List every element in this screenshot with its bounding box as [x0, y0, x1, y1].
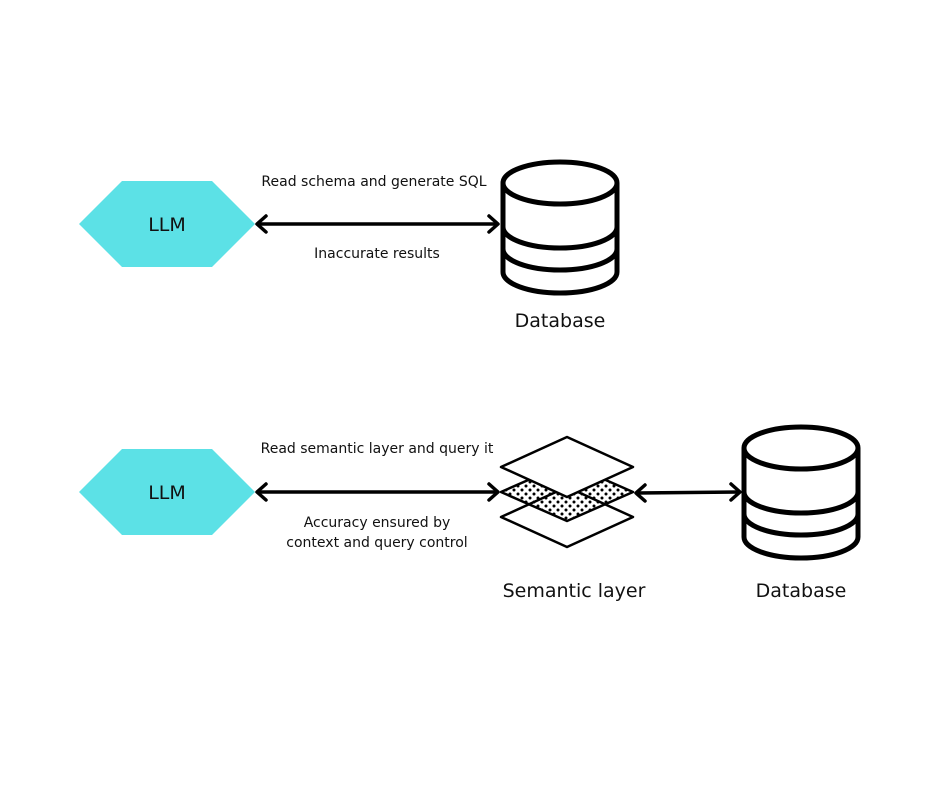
arrow-line-bottom-right [636, 490, 740, 495]
semantic-layer-icon [499, 435, 635, 549]
arrowhead-left-bottom-right [634, 483, 647, 503]
edge-label-read-schema: Read schema and generate SQL [261, 174, 486, 190]
semantic-layer-label: Semantic layer [503, 580, 646, 602]
database-icon-bottom [741, 424, 861, 561]
semantic-layer-top-plane [499, 435, 635, 499]
llm-label-bottom: LLM [148, 482, 186, 504]
database-icon-top [500, 159, 620, 296]
edge-label-accuracy-line2: context and query control [286, 535, 467, 551]
bottom-flow: LLM Read semantic layer and query it Acc… [79, 424, 861, 602]
arrow-semantic-layer-to-database [634, 482, 742, 503]
llm-node-bottom: LLM [79, 449, 255, 535]
edge-label-read-semantic-layer: Read semantic layer and query it [261, 441, 494, 457]
arrowhead-left-bottom [255, 482, 268, 502]
arrowhead-right-top [487, 214, 500, 234]
top-flow: LLM Read schema and generate SQL Inaccur… [79, 159, 620, 332]
database-label-top: Database [515, 310, 606, 332]
llm-node-top: LLM [79, 181, 255, 267]
arrow-llm-to-database-top [255, 214, 500, 234]
arrowhead-right-bottom-right [729, 482, 742, 502]
arrowhead-left-top [255, 214, 268, 234]
edge-label-inaccurate-results: Inaccurate results [314, 246, 440, 262]
llm-hexagon-top [79, 181, 255, 267]
edge-label-accuracy-line1: Accuracy ensured by [304, 515, 451, 531]
llm-label-top: LLM [148, 214, 186, 236]
llm-hexagon-bottom [79, 449, 255, 535]
arrow-llm-to-semantic-layer [255, 482, 500, 502]
arrowhead-right-bottom [487, 482, 500, 502]
database-label-bottom: Database [756, 580, 847, 602]
